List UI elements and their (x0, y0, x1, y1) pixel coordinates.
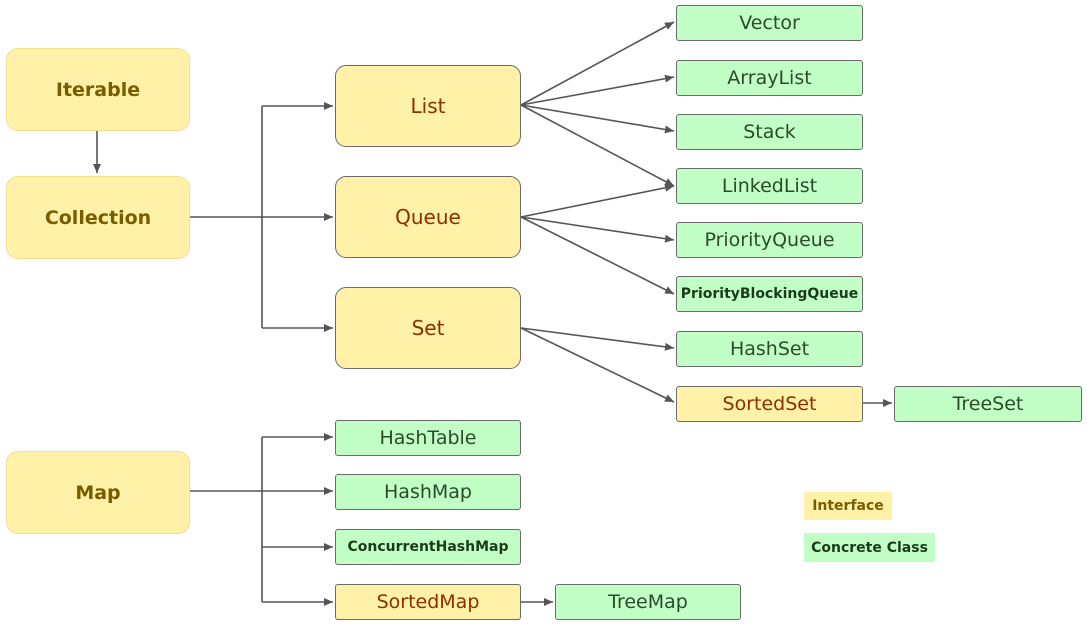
node-set: Set (335, 287, 521, 369)
node-hashset: HashSet (676, 331, 863, 367)
node-set-label: Set (411, 316, 445, 340)
legend-interface-label: Interface (812, 498, 884, 514)
node-arraylist-label: ArrayList (727, 67, 812, 89)
edge-list-stack (520, 104, 675, 134)
node-treeset: TreeSet (894, 386, 1082, 422)
node-iterable: Iterable (6, 48, 190, 131)
node-collection-label: Collection (44, 206, 152, 229)
node-sortedset-label: SortedSet (722, 393, 817, 415)
node-treeset-label: TreeSet (952, 393, 1024, 415)
edge-queue-linkedlist (520, 183, 675, 218)
node-priorityblockingqueue-label: PriorityBlockingQueue (680, 286, 859, 302)
node-linkedlist: LinkedList (676, 168, 863, 204)
node-sortedmap-label: SortedMap (376, 591, 480, 613)
node-concurrenthashmap: ConcurrentHashMap (335, 529, 521, 565)
node-hashmap: HashMap (335, 474, 521, 510)
node-vector: Vector (676, 5, 863, 41)
node-priorityqueue: PriorityQueue (676, 222, 863, 258)
node-queue: Queue (335, 176, 521, 258)
node-hashmap-label: HashMap (384, 481, 472, 503)
node-iterable-label: Iterable (55, 78, 141, 101)
node-map-label: Map (75, 481, 121, 504)
node-arraylist: ArrayList (676, 60, 863, 96)
node-list: List (335, 65, 521, 147)
node-queue-label: Queue (395, 205, 461, 229)
node-priorityqueue-label: PriorityQueue (704, 229, 835, 251)
node-hashset-label: HashSet (729, 338, 810, 360)
node-stack-label: Stack (743, 121, 796, 143)
node-vector-label: Vector (739, 12, 800, 34)
node-treemap: TreeMap (555, 584, 741, 620)
node-sortedmap: SortedMap (335, 584, 521, 620)
node-sortedset: SortedSet (676, 386, 863, 422)
node-linkedlist-label: LinkedList (721, 175, 818, 197)
edge-list-vector (520, 21, 675, 106)
edge-set-sortedset (520, 327, 675, 403)
node-treemap-label: TreeMap (608, 591, 688, 613)
node-map: Map (6, 451, 190, 534)
node-hashtable-label: HashTable (379, 427, 477, 449)
edge-list-linkedlist (520, 104, 675, 187)
node-collection: Collection (6, 176, 190, 259)
edge-queue-priorityqueue (520, 216, 675, 243)
node-concurrenthashmap-label: ConcurrentHashMap (347, 539, 509, 555)
node-priorityblockingqueue: PriorityBlockingQueue (676, 276, 863, 312)
edge-list-arraylist (520, 74, 675, 106)
edge-set-hashset (520, 327, 675, 351)
legend-concrete-class-label: Concrete Class (811, 539, 928, 556)
node-stack: Stack (676, 114, 863, 150)
edge-queue-priorityblockingqueue (520, 216, 675, 295)
legend-concrete-class: Concrete Class (804, 533, 935, 562)
node-list-label: List (410, 94, 446, 118)
legend-interface: Interface (804, 492, 892, 520)
node-hashtable: HashTable (335, 420, 521, 456)
